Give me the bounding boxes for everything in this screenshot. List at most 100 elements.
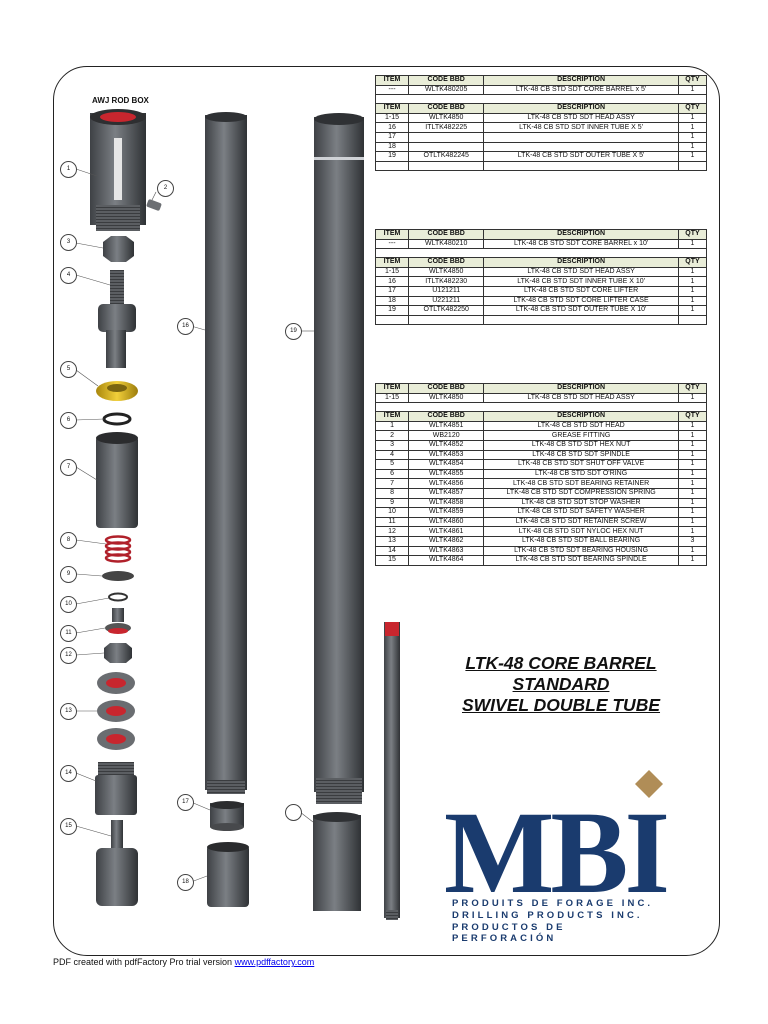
table-cell-empty (408, 314, 485, 326)
table-cell: 3 (677, 535, 708, 547)
table-gap-row (375, 248, 707, 259)
part-outer-tube-end (313, 812, 361, 911)
table-cell: --- (374, 84, 410, 96)
table-cell: 1 (677, 507, 708, 518)
table-cell: 1 (677, 545, 708, 557)
table-cell: WLTK4856 (408, 478, 485, 489)
table-cell: LTK-48 CB STD SDT BEARING SPINDLE (483, 555, 679, 566)
table-cell: ITLTK482230 (408, 276, 485, 287)
table-cell: 6 (374, 468, 410, 480)
table-cell: WLTK4850 (408, 392, 485, 404)
table-cell: 16 (374, 122, 410, 133)
footer-link[interactable]: www.pdffactory.com (234, 957, 315, 967)
header-desc: DESCRIPTION (483, 383, 679, 394)
table-cell: 1 (677, 487, 708, 499)
callout-16: 16 (177, 318, 194, 335)
table-gap-row (375, 402, 707, 413)
table-cell: 12 (374, 526, 410, 537)
table-cell: 1 (677, 84, 708, 96)
table-cell: WLTK4863 (408, 545, 485, 557)
header-code: CODE BBD (408, 257, 485, 268)
table-cell: 1 (677, 516, 708, 528)
table-gap-cell (375, 94, 707, 105)
callout-17: 17 (177, 794, 194, 811)
callout-leaders (75, 168, 314, 883)
table-cell: 1-15 (374, 266, 410, 278)
table-cell: 1 (677, 285, 708, 297)
header-item: ITEM (374, 257, 410, 268)
part-o-ring (102, 412, 132, 426)
table-cell: LTK-48 CB STD SDT COMPRESSION SPRING (483, 487, 679, 499)
table-cell: U121211 (408, 285, 485, 297)
table-cell: 15 (374, 555, 410, 566)
table-cell: 1 (677, 276, 708, 287)
table-cell-empty (374, 160, 410, 172)
table-cell: LTK-48 CB STD SDT HEAD ASSY (483, 392, 679, 404)
table-cell: 1 (677, 305, 708, 316)
table-cell: LTK-48 CB STD SDT SPINDLE (483, 449, 679, 461)
tagline-es: PRODUCTOS DE PERFORACIÓN (452, 922, 566, 944)
part-bearing-spindle (96, 820, 138, 906)
table-cell: LTK-48 CB STD SDT O'RING (483, 468, 679, 480)
callout-blank (285, 804, 302, 821)
header-qty: QTY (677, 411, 708, 422)
callout-10: 10 (60, 596, 77, 613)
header-qty: QTY (677, 103, 708, 114)
table-cell (408, 131, 485, 143)
table-cell: WLTK4864 (408, 555, 485, 566)
callout-9: 9 (60, 566, 77, 583)
table-cell: 1 (677, 112, 708, 124)
header-code: CODE BBD (408, 229, 485, 240)
table-cell: LTK-48 CB STD SDT HEAD (483, 420, 679, 432)
table-cell: 1 (677, 526, 708, 537)
callout-5: 5 (60, 361, 77, 378)
table-cell: 1 (677, 478, 708, 489)
header-qty: QTY (677, 257, 708, 268)
part-safety-washer (108, 592, 128, 602)
header-qty: QTY (677, 229, 708, 240)
callout-2: 2 (157, 180, 174, 197)
document-title: LTK-48 CORE BARREL STANDARD SWIVEL DOUBL… (418, 653, 704, 716)
table-cell: 1-15 (374, 392, 410, 404)
header-qty: QTY (677, 383, 708, 394)
callout-6: 6 (60, 412, 77, 429)
table-cell: 8 (374, 487, 410, 499)
part-head (90, 109, 146, 231)
table-cell: LTK-48 CB STD SDT CORE LIFTER (483, 285, 679, 297)
header-code: CODE BBD (408, 411, 485, 422)
table-cell: WLTK4855 (408, 468, 485, 480)
table-cell: WB2120 (408, 430, 485, 441)
table-spacer-row (374, 160, 708, 172)
table-cell: 1 (677, 392, 708, 404)
part-spindle (98, 270, 136, 368)
table-cell: 17 (374, 285, 410, 297)
table-cell: LTK-48 CB STD SDT HEX NUT (483, 439, 679, 451)
part-ball-bearings (97, 672, 135, 750)
header-code: CODE BBD (408, 75, 485, 86)
table-cell: 1 (677, 141, 708, 153)
table-cell: 1 (677, 131, 708, 143)
part-core-lifter-case (207, 842, 249, 907)
header-code: CODE BBD (408, 103, 485, 114)
table-cell: 14 (374, 545, 410, 557)
table-cell: 1 (677, 468, 708, 480)
table-cell: 16 (374, 276, 410, 287)
table-cell: WLTK4853 (408, 449, 485, 461)
table-cell: 1 (677, 238, 708, 250)
callout-4: 4 (60, 267, 77, 284)
